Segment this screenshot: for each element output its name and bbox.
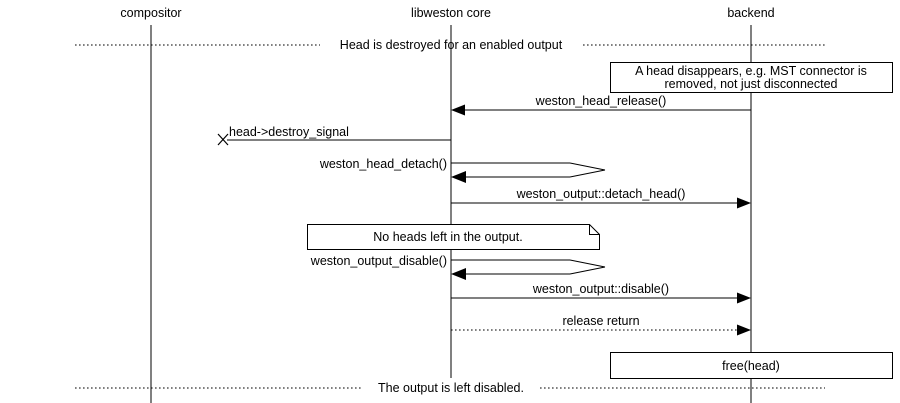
message-weston-output-disable-call-taper-top (569, 259, 606, 268)
lifeline-label-compositor: compositor (120, 6, 181, 20)
note-head-disappears-line-1: A head disappears, e.g. MST connector is (635, 64, 867, 78)
separator-top: Head is destroyed for an enabled output (75, 38, 825, 52)
message-weston-head-detach-arrowhead (451, 171, 466, 183)
message-weston-output-detach-head-label: weston_output::detach_head() (516, 187, 686, 201)
note-free-head-box (610, 352, 893, 379)
note-no-heads-left: No heads left in the output. (307, 224, 600, 250)
note-no-heads-left-box (307, 224, 600, 250)
lifeline-label-backend: backend (727, 6, 774, 20)
note-no-heads-left-fold (589, 224, 600, 235)
separator-top-label: Head is destroyed for an enabled output (340, 38, 563, 52)
lifeline-libweston-core: libweston core (411, 6, 491, 378)
message-weston-output-disable-call-arrowhead (451, 268, 466, 280)
message-release-return-label: release return (562, 314, 639, 328)
message-head-destroy-signal-label: head->destroy_signal (229, 125, 349, 139)
note-head-disappears: A head disappears, e.g. MST connector is… (610, 62, 893, 93)
separator-bottom: The output is left disabled. (75, 381, 825, 395)
message-weston-output-disable-call: weston_output_disable() (310, 254, 606, 280)
message-weston-output-disable: weston_output::disable() (451, 282, 751, 304)
message-weston-output-detach-head: weston_output::detach_head() (451, 187, 751, 209)
message-release-return-arrowhead (737, 324, 751, 336)
message-head-destroy-signal: head->destroy_signal (217, 125, 451, 146)
note-free-head-label: free(head) (722, 359, 780, 373)
message-weston-head-detach-taper-bottom (569, 169, 606, 178)
message-weston-output-disable-label: weston_output::disable() (532, 282, 669, 296)
message-weston-head-release-label: weston_head_release() (535, 94, 667, 108)
destroy-x-icon-stroke-2 (217, 133, 229, 146)
note-head-disappears-box (610, 62, 893, 93)
lifeline-label-libweston-core: libweston core (411, 6, 491, 20)
message-weston-head-detach: weston_head_detach() (319, 157, 606, 183)
message-weston-head-release-arrowhead (451, 104, 465, 116)
message-release-return: release return (451, 314, 751, 336)
lifelines-group: compositor libweston core backend (120, 6, 775, 403)
message-weston-head-detach-label: weston_head_detach() (319, 157, 447, 171)
note-head-disappears-line-2: removed, not just disconnected (664, 77, 837, 91)
note-free-head: free(head) (610, 352, 893, 379)
message-weston-output-disable-arrowhead (737, 292, 751, 304)
message-weston-output-detach-head-arrowhead (737, 197, 751, 209)
message-weston-head-detach-taper-top (569, 162, 606, 171)
note-no-heads-left-label: No heads left in the output. (373, 230, 522, 244)
message-weston-head-release: weston_head_release() (451, 94, 751, 116)
message-weston-output-disable-call-label: weston_output_disable() (310, 254, 447, 268)
separator-bottom-label: The output is left disabled. (378, 381, 524, 395)
lifeline-compositor: compositor (120, 6, 182, 403)
message-weston-output-disable-call-taper-bottom (569, 266, 606, 275)
